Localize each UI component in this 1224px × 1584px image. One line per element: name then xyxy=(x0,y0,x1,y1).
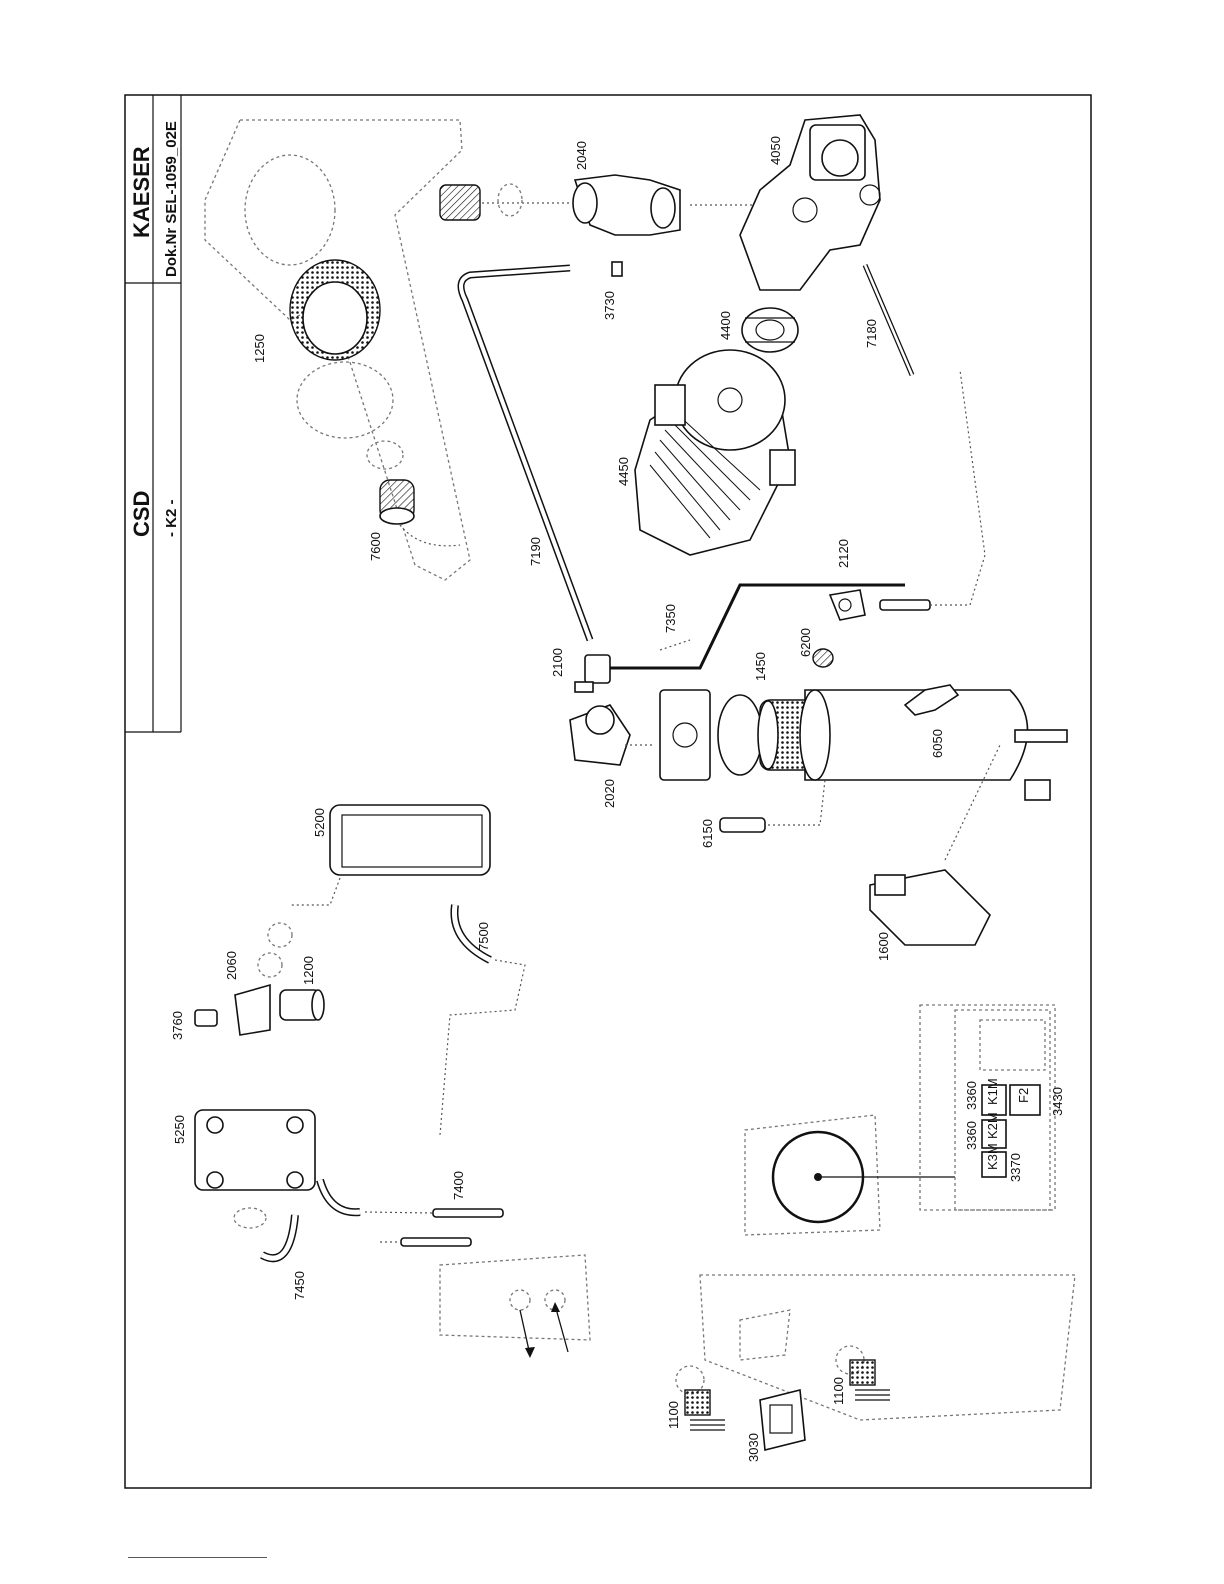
part-label: 7180 xyxy=(864,319,879,348)
part-label: 3430 xyxy=(1050,1087,1065,1116)
control-cabinet: K1M F2 K2M K3M xyxy=(745,1005,1055,1235)
part-label: 2020 xyxy=(602,779,617,808)
pipes-7400 xyxy=(365,1209,503,1246)
part-label: 1600 xyxy=(876,932,891,961)
hose-7450 xyxy=(262,1180,360,1258)
heat-exchanger-5250 xyxy=(195,1110,315,1228)
contactor-k2m: K2M xyxy=(985,1112,1000,1139)
footer-rule xyxy=(128,1557,267,1558)
drive-motor xyxy=(635,350,795,555)
part-label: 3360 xyxy=(964,1121,979,1150)
part-label: 7500 xyxy=(476,922,491,951)
part-label: 1250 xyxy=(252,334,267,363)
part-label: 6150 xyxy=(700,819,715,848)
part-label: 4450 xyxy=(616,457,631,486)
air-filter-housing xyxy=(290,260,403,469)
part-label: 2100 xyxy=(550,648,565,677)
grill-1100-left xyxy=(685,1390,725,1430)
inlet-valve xyxy=(440,175,760,235)
part-label: 3030 xyxy=(746,1433,761,1462)
part-label: 5200 xyxy=(312,808,327,837)
title-block: KAESER CSD Dok.Nr SEL-1059_02E - K2 - xyxy=(125,95,181,732)
part-label: 3360 xyxy=(964,1081,979,1110)
document-number: Dok.Nr SEL-1059_02E xyxy=(163,121,180,277)
model-name: CSD xyxy=(129,491,154,537)
part-label: 1450 xyxy=(753,652,768,681)
enclosure-ghost xyxy=(676,1275,1075,1420)
part-label: 7600 xyxy=(368,532,383,561)
brand-name: KAESER xyxy=(129,146,154,238)
part-label: 7190 xyxy=(528,537,543,566)
valve-2020 xyxy=(570,705,655,765)
part-label: 6200 xyxy=(798,628,813,657)
part-label: 1100 xyxy=(831,1377,846,1405)
part-label: 7450 xyxy=(292,1271,307,1300)
part-label: 3730 xyxy=(602,291,617,320)
part-label: 4400 xyxy=(718,311,733,340)
part-label: 2040 xyxy=(574,141,589,170)
part-label: 7400 xyxy=(451,1171,466,1200)
contactor-k3m: K3M xyxy=(985,1143,1000,1170)
pipe-7190 xyxy=(461,268,590,640)
variant-label: - K2 - xyxy=(163,499,180,537)
fuse-f2: F2 xyxy=(1016,1088,1031,1103)
fitting-2100 xyxy=(575,655,610,692)
part-label: 6050 xyxy=(930,729,945,758)
coupling xyxy=(742,308,798,352)
airend xyxy=(740,115,880,290)
fitting-3730 xyxy=(612,262,622,276)
base-ghost-lower xyxy=(440,1255,590,1358)
grill-1100-right xyxy=(850,1360,890,1400)
part-label: 1100 xyxy=(666,1401,681,1429)
cartridge-6150 xyxy=(720,780,825,832)
controller-3030 xyxy=(760,1390,805,1450)
part-label: 7350 xyxy=(663,604,678,633)
part-label: 1200 xyxy=(301,956,316,985)
filter-element xyxy=(380,480,460,546)
part-label: 5250 xyxy=(172,1115,187,1144)
part-label: 3370 xyxy=(1008,1153,1023,1182)
part-label: 2120 xyxy=(836,539,851,568)
part-label: 2060 xyxy=(224,951,239,980)
part-label: 4050 xyxy=(768,136,783,165)
valve-2120 xyxy=(830,370,985,620)
separator-element xyxy=(660,690,820,780)
cap-6200 xyxy=(813,649,833,667)
contactor-k1m: K1M xyxy=(985,1078,1000,1105)
part-label: 3760 xyxy=(170,1011,185,1040)
